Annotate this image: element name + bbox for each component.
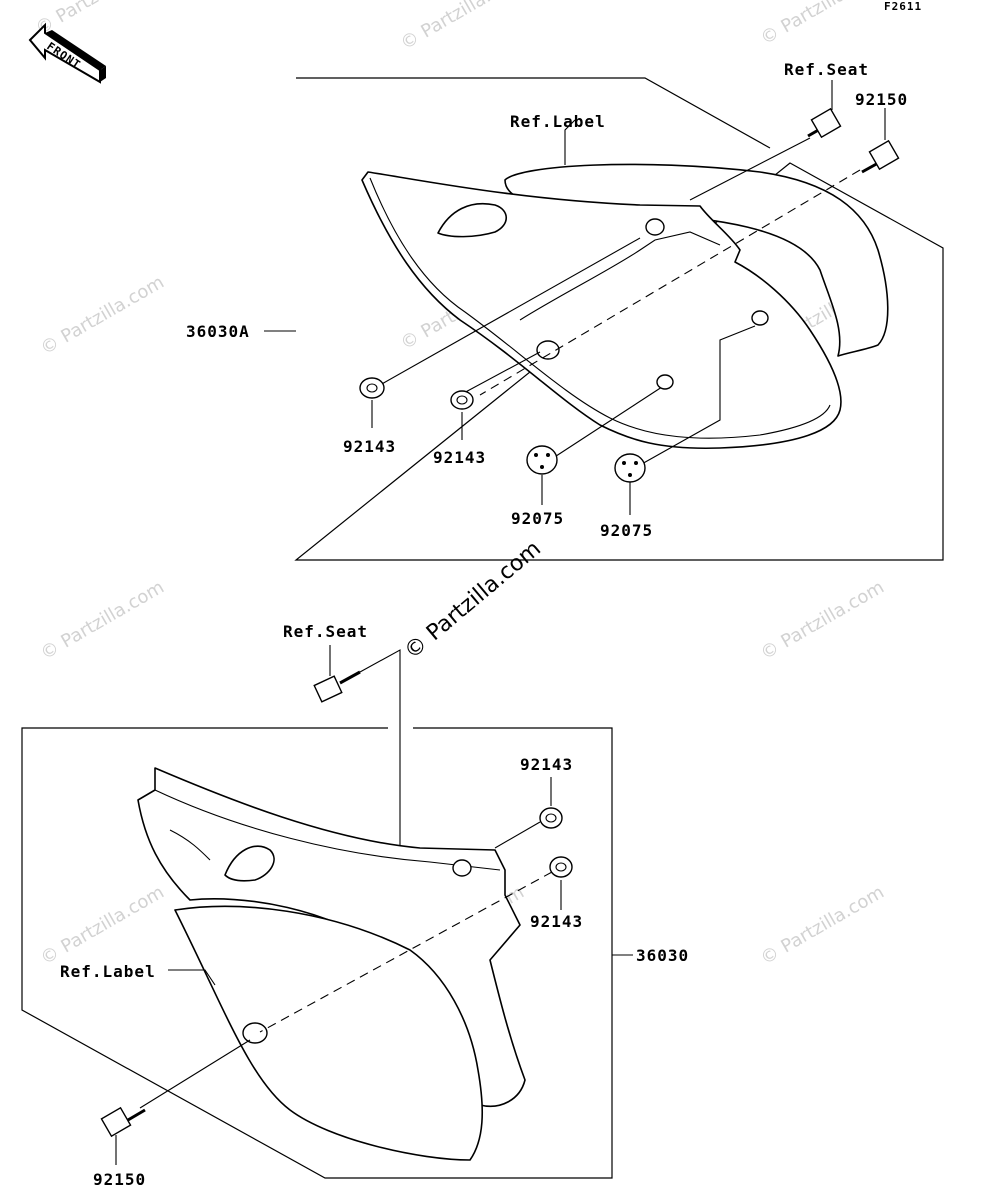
side-cover-36030 — [137, 767, 526, 1107]
side-cover-36030-slot — [169, 829, 211, 861]
watermark: © Partzilla.com — [37, 272, 168, 360]
side-cover-36030A-inner — [519, 231, 721, 321]
label-ref-seat-top: Ref.Seat — [784, 60, 869, 79]
grommet — [645, 218, 665, 236]
label-92075-left: 92075 — [511, 509, 564, 528]
label-92150-top: 92150 — [855, 90, 908, 109]
leader-line — [139, 1039, 251, 1109]
side-cover-36030A-rim — [369, 177, 831, 439]
washer-92143 — [359, 377, 385, 399]
watermark: © Partzilla.com — [757, 577, 888, 665]
watermark: © Partzilla.com — [37, 882, 168, 970]
leader-line — [639, 325, 756, 466]
bolt-92150-top — [861, 139, 900, 174]
watermark: © Partzilla.com — [757, 882, 888, 970]
bolt-ref-seat-middle — [313, 670, 361, 703]
washer-small — [656, 374, 674, 390]
washer-92143 — [539, 807, 563, 829]
damper-92075 — [614, 453, 646, 483]
grommet — [452, 859, 472, 877]
label-92143-bottom-upper: 92143 — [520, 755, 573, 774]
leader-line — [549, 384, 666, 461]
watermark: © Partzilla.com — [757, 0, 888, 49]
watermark: © Partzilla.com — [37, 577, 168, 665]
grommet — [242, 1022, 268, 1044]
leader-line — [689, 137, 811, 201]
side-cover-36030-scoop — [224, 845, 275, 882]
label-ref-label-top: Ref.Label — [510, 112, 606, 131]
front-arrow-icon: FRONT — [28, 22, 106, 84]
leader-line — [379, 237, 641, 386]
label-ref-seat-middle: Ref.Seat — [283, 622, 368, 641]
grommet — [751, 310, 769, 326]
diagram-code: F2611 — [884, 0, 922, 13]
watermark: © Partzilla.com — [397, 0, 528, 54]
washer-92143 — [450, 390, 474, 410]
label-36030: 36030 — [636, 946, 689, 965]
side-cover-36030A — [361, 171, 842, 450]
ref-label-panel-bottom — [174, 905, 484, 1161]
leader-line — [459, 351, 541, 396]
leader-line — [494, 821, 541, 849]
center-line — [479, 169, 861, 396]
center-line — [259, 871, 553, 1033]
center-watermark: © Partzilla.com — [400, 536, 546, 664]
bolt-ref-seat-top — [807, 107, 842, 139]
side-cover-36030-rim — [154, 789, 501, 871]
label-ref-label-bottom: Ref.Label — [60, 962, 156, 981]
label-36030A: 36030A — [186, 322, 250, 341]
bolt-92150-bottom — [100, 1106, 146, 1138]
leader-line — [168, 969, 216, 986]
side-cover-36030A-scoop — [437, 203, 508, 238]
label-92143-top-left: 92143 — [343, 437, 396, 456]
grommet — [536, 340, 560, 360]
label-92150-bottom: 92150 — [93, 1170, 146, 1189]
washer-92143 — [549, 856, 573, 878]
assembly-box-36030A — [294, 77, 944, 561]
assembly-box-36030 — [21, 727, 613, 1179]
label-92143-top-right: 92143 — [433, 448, 486, 467]
label-92143-bottom-lower: 92143 — [530, 912, 583, 931]
label-92075-right: 92075 — [600, 521, 653, 540]
leader-line — [564, 119, 576, 165]
damper-92075 — [526, 445, 558, 475]
